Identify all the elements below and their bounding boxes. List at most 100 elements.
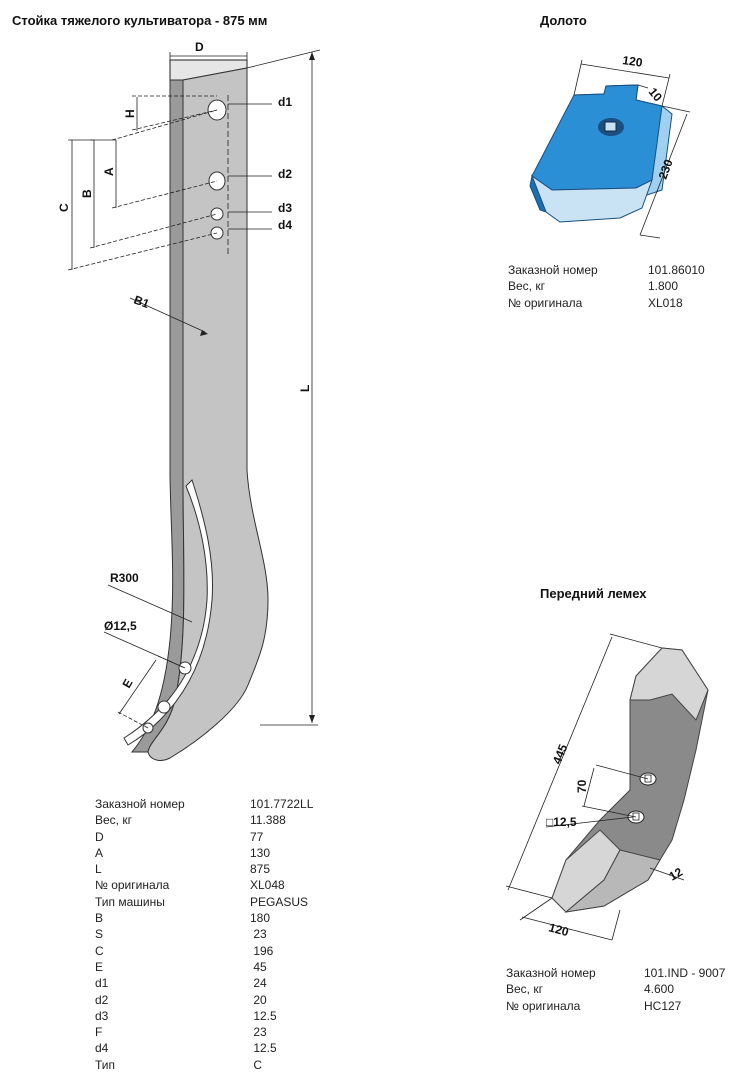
share-title: Передний лемех (540, 586, 647, 601)
share-dim-width: 120 (547, 920, 570, 939)
spec-value: PEGASUS (250, 894, 309, 909)
share-drawing: 445 70 □12,5 12 120 (505, 633, 709, 941)
spec-value: XL018 (648, 295, 683, 310)
chisel-tip-bevel (530, 174, 653, 223)
dim-B1: B1 (132, 293, 152, 312)
spec-value: XL048 (250, 878, 285, 893)
spec-value: 4.600 (644, 982, 675, 997)
dim-L: L (298, 385, 312, 392)
spec-label: Тип машины (95, 894, 165, 909)
spec-value: 11.388 (250, 813, 286, 828)
share-dim-thickness: 12 (667, 865, 686, 884)
stand-dimension-lines (67, 49, 321, 729)
spec-value: 101.IND - 9007 (644, 966, 726, 980)
spec-row: № оригинала XL018 (508, 295, 705, 311)
spec-row: Тип C (95, 1057, 313, 1073)
chisel-dimension-lines (573, 59, 691, 239)
dim-B: B (80, 189, 94, 198)
dim-hole-diameter: Ø12,5 (104, 619, 137, 633)
share-dim-hole: □12,5 (546, 815, 577, 829)
spec-label: Заказной номер (506, 966, 596, 980)
stand-drawing: D H A B C d1 d2 d3 d4 B1 L R300 Ø12,5 E (57, 40, 321, 761)
share-top-bevel (629, 647, 709, 721)
spec-label: D (95, 829, 104, 844)
spec-row: Тип машины PEGASUS (95, 894, 313, 910)
curve-hole-2 (157, 700, 171, 714)
dim-E: E (119, 677, 135, 691)
spec-value: 180 (250, 911, 271, 926)
spec-row: D 77 (95, 829, 313, 845)
spec-label: Вес, кг (506, 982, 543, 997)
chisel-square-hole (604, 121, 617, 132)
spec-row: E 45 (95, 959, 313, 975)
spec-value: 875 (250, 862, 271, 877)
spec-row: Вес, кг 11.388 (95, 812, 313, 828)
spec-row: Вес, кг 4.600 (506, 981, 725, 997)
spec-value: 12.5 (250, 1041, 277, 1056)
spec-row: Заказной номер 101.IND - 9007 (506, 965, 725, 981)
dim-d1: d1 (278, 95, 292, 109)
spec-value: 20 (250, 992, 267, 1007)
spec-row: S 23 (95, 926, 313, 942)
spec-value: 23 (250, 927, 267, 942)
spec-row: F 23 (95, 1024, 313, 1040)
dim-C: C (57, 203, 71, 212)
spec-label: d1 (95, 976, 109, 991)
chisel-dim-notch: 10 (646, 85, 666, 104)
spec-value: 45 (250, 959, 267, 974)
spec-label: Заказной номер (95, 797, 185, 811)
spec-label: S (95, 927, 104, 942)
spec-label: L (95, 862, 102, 877)
dim-d3: d3 (278, 201, 292, 215)
spec-value: 130 (250, 845, 271, 860)
stand-arrows (200, 52, 315, 723)
dim-D: D (195, 40, 204, 54)
spec-row: L 875 (95, 861, 313, 877)
spec-value: 101.86010 (648, 263, 705, 277)
spec-label: Вес, кг (95, 813, 132, 828)
dim-d2: d2 (278, 167, 292, 181)
spec-row: Заказной номер 101.86010 (508, 262, 705, 278)
stand-front-face (147, 67, 269, 761)
spec-label: № оригинала (508, 295, 583, 310)
spec-label: № оригинала (506, 998, 581, 1013)
dim-H: H (123, 109, 137, 118)
dim-d4: d4 (278, 218, 292, 232)
spec-value: 23 (250, 1025, 267, 1040)
spec-row: d4 12.5 (95, 1040, 313, 1056)
spec-label: Заказной номер (508, 263, 598, 277)
spec-row: d3 12.5 (95, 1008, 313, 1024)
share-bottom-edge (564, 849, 661, 913)
spec-value: 12.5 (250, 1008, 277, 1023)
stand-slot (123, 479, 213, 746)
spec-row: d1 24 (95, 975, 313, 991)
share-dim-spacing: 70 (575, 779, 589, 793)
spec-label: E (95, 959, 104, 974)
spec-label: C (95, 943, 104, 958)
stand-side-face (130, 79, 185, 753)
spec-value: 1.800 (648, 279, 679, 294)
spec-label: d3 (95, 1008, 109, 1023)
chisel-title: Долото (540, 13, 587, 28)
spec-value: 196 (250, 943, 274, 958)
spec-value: 24 (250, 976, 267, 991)
chisel-main-face (531, 84, 663, 191)
spec-value: 77 (250, 829, 264, 844)
spec-label: d2 (95, 992, 109, 1007)
spec-value: C (250, 1057, 262, 1072)
hole-d3 (210, 207, 224, 221)
spec-label: d4 (95, 1041, 109, 1056)
spec-label: Тип (95, 1057, 116, 1072)
spec-label: № оригинала (95, 878, 170, 893)
chisel-side-edge (529, 174, 547, 213)
dim-R300: R300 (110, 571, 139, 585)
spec-row: d2 20 (95, 992, 313, 1008)
